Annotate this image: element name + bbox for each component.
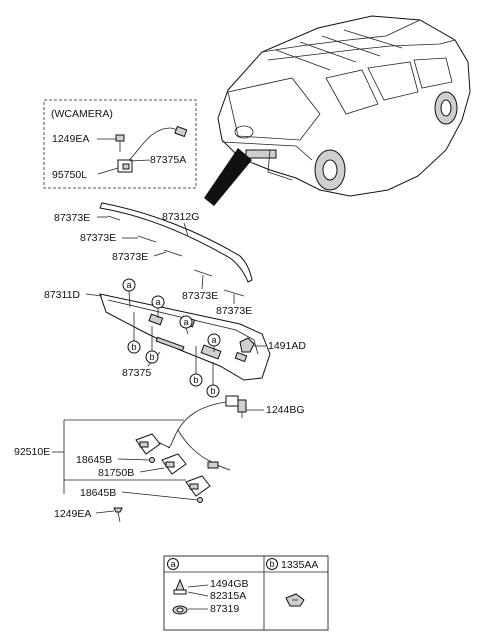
callout-b-1: b [131,342,136,352]
legend-1494GB: 1494GB [210,578,249,590]
label-18645B-lower: 18645B [80,487,116,499]
camera-group-title: (WCAMERA) [51,108,113,120]
callout-a-1: a [126,280,131,290]
legend-1335AA: 1335AA [281,559,318,571]
clip-1335AA-icon [285,593,305,607]
label-1491AD: 1491AD [268,340,306,352]
label-87311D: 87311D [44,289,80,301]
label-87312G: 87312G [162,211,199,223]
camera-group-box: (WCAMERA) 1249EA 87375A 95750L [43,99,197,189]
connector-1244BG [225,395,247,418]
legend-table: a b 1335AA 1494GB 82315A 87319 [163,555,329,631]
spoiler-assembly [99,202,253,297]
label-81750B: 81750B [98,467,134,479]
screw-1249EA-lamp [113,507,123,523]
label-92510E: 92510E [14,446,50,458]
callout-b-2: b [149,352,154,362]
label-87373E-2: 87373E [80,232,116,244]
callout-a-2: a [155,297,160,307]
label-87375A: 87375A [150,154,186,166]
label-1244BG: 1244BG [266,404,305,416]
legend-a-header: a [170,559,175,569]
lamp-81750B-middle [161,453,187,475]
label-87375: 87375 [122,367,151,379]
grommet-1491AD [239,337,255,353]
callout-b-3: b [193,375,198,385]
location-pointer-arrow [204,148,252,206]
lamp-81750B-lower [185,475,211,497]
label-95750L: 95750L [52,169,87,181]
label-87373E-3: 87373E [112,251,148,263]
label-87373E-5: 87373E [216,305,252,317]
legend-87319: 87319 [210,603,239,615]
legend-82315A: 82315A [210,590,246,602]
label-1249EA-camera: 1249EA [52,133,89,145]
clip-1494GB-icon [173,578,187,595]
strip-87375 [155,336,185,352]
vehicle-illustration [217,15,471,197]
rear-camera [117,159,133,173]
callout-a-3: a [183,317,188,327]
camera-screw [115,134,125,152]
label-87373E-1: 87373E [54,212,90,224]
callout-b-4: b [210,386,215,396]
grommet-87319-icon [172,605,188,615]
label-87373E-4: 87373E [182,290,218,302]
legend-b-header: b [269,559,274,569]
label-18645B-upper: 18645B [76,454,112,466]
lamp-81750B-upper [135,433,161,455]
label-1249EA-lamp: 1249EA [54,508,91,520]
callout-a-4: a [211,335,216,345]
